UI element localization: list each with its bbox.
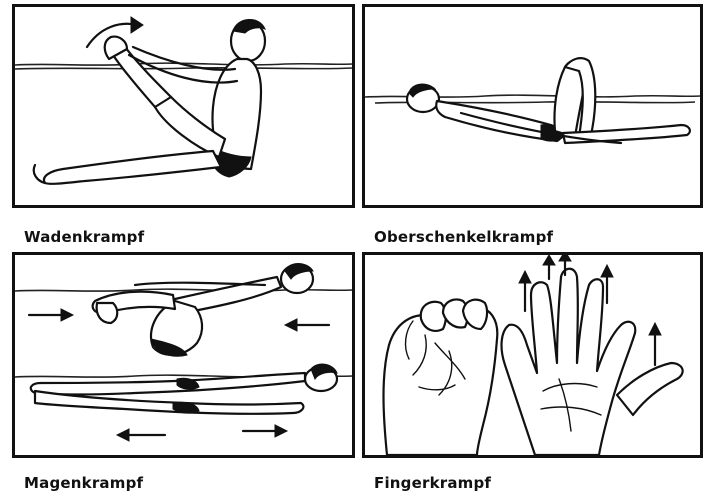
caption-wadenkrampf: Wadenkrampf [24,228,144,246]
caption-fingerkrampf: Fingerkrampf [374,474,491,492]
panel-oberschenkelkrampf [362,4,703,208]
illustration-stomach-cramp [15,255,352,455]
panel-wadenkrampf [12,4,355,208]
illustration-finger-cramp [365,255,700,455]
caption-magenkrampf: Magenkrampf [24,474,143,492]
illustration-thigh-cramp [365,7,700,205]
panel-fingerkrampf [362,252,703,458]
panel-magenkrampf [12,252,355,458]
caption-oberschenkelkrampf: Oberschenkelkrampf [374,228,553,246]
illustration-calf-cramp [15,7,352,205]
